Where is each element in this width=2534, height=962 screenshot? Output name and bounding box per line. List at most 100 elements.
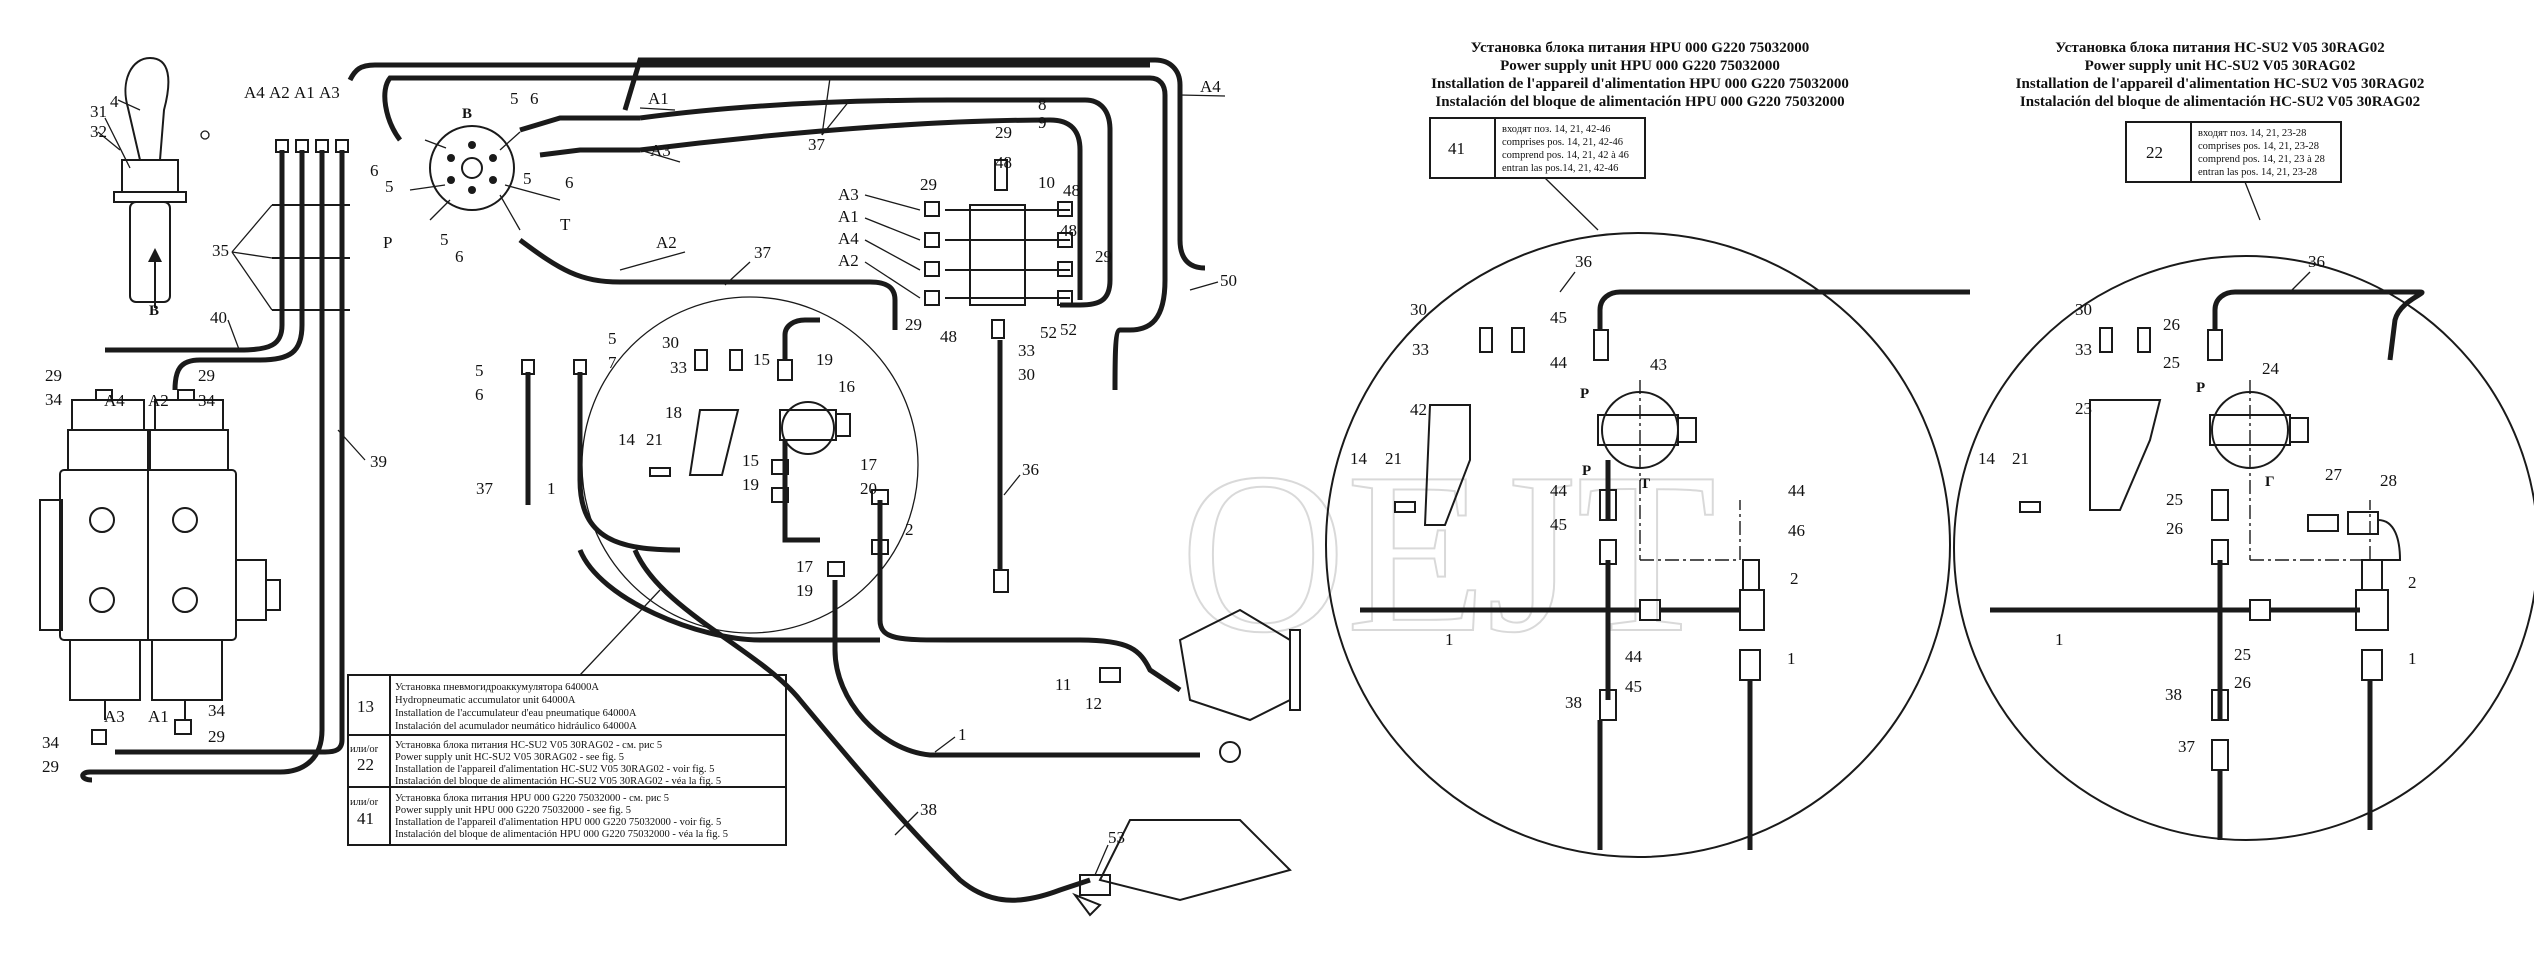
- view-b-hoses: [347, 57, 1206, 553]
- svg-text:Installation de l'appareil d'a: Installation de l'appareil d'alimentatio…: [2016, 76, 2425, 92]
- callout: 35: [212, 241, 229, 260]
- callout: 52: [1040, 323, 1057, 342]
- callout: 14: [1350, 449, 1368, 468]
- port-label: A3: [104, 707, 125, 726]
- callout: 5: [510, 89, 519, 108]
- callout: 38: [1565, 693, 1582, 712]
- callout: 18: [665, 403, 682, 422]
- port-label: T: [1640, 476, 1650, 492]
- callout: 15: [753, 350, 770, 369]
- callout: 48: [940, 327, 957, 346]
- leader: [821, 77, 831, 136]
- callout: 14: [618, 430, 636, 449]
- svg-text:Instalación del bloque de alim: Instalación del bloque de alimentación H…: [2020, 94, 2420, 110]
- port-label: P: [383, 233, 392, 252]
- leader: [724, 261, 751, 286]
- legend-row1-line3: Installation de l'accumulateur d'eau pne…: [395, 708, 637, 719]
- callout: 4: [110, 92, 119, 111]
- hpu-block: [924, 159, 1073, 339]
- port-label: A2: [838, 251, 859, 270]
- leader: [821, 99, 851, 136]
- callout: 6: [370, 161, 379, 180]
- svg-text:entran las pos. 14, 21, 23-28: entran las pos. 14, 21, 23-28: [2198, 167, 2317, 178]
- detail-hpu-box: 41 входят поз. 14, 21, 42-46 comprises p…: [1429, 117, 1646, 231]
- detail-hpu-circle: [1325, 232, 1970, 858]
- callout: 19: [796, 581, 813, 600]
- detail-hc-box: 22 входят поз. 14, 21, 23-28 comprises p…: [2125, 121, 2342, 221]
- svg-text:22: 22: [2146, 143, 2163, 162]
- callout: 11: [1055, 675, 1071, 694]
- callout: 45: [1550, 308, 1567, 327]
- callout: 48: [995, 153, 1012, 172]
- fitting: [521, 359, 535, 375]
- callout: 36: [1022, 460, 1039, 479]
- detail-hpu-header: Установка блока питания HPU 000 G220 750…: [1431, 40, 1849, 110]
- callout: 38: [920, 800, 937, 819]
- callout: 19: [742, 475, 759, 494]
- callout: 38: [2165, 685, 2182, 704]
- port-label: A4: [1200, 77, 1221, 96]
- callout: 29: [905, 315, 922, 334]
- callout: 5: [440, 230, 449, 249]
- legend-row3-line3: Installation de l'appareil d'alimentatio…: [395, 817, 721, 828]
- callout: 17: [860, 455, 878, 474]
- callout: 5: [385, 177, 394, 196]
- callout: 12: [1085, 694, 1102, 713]
- legend-row2-line1: Установка блока питания HC-SU2 V05 30RAG…: [395, 740, 662, 751]
- svg-text:Установка блока питания HPU 00: Установка блока питания HPU 000 G220 750…: [1471, 40, 1809, 56]
- legend-row1-num: 13: [357, 697, 374, 716]
- svg-text:comprend pos. 14, 21, 23 à 28: comprend pos. 14, 21, 23 à 28: [2198, 154, 2325, 165]
- leader: [619, 251, 686, 271]
- leader: [864, 261, 921, 299]
- svg-text:comprises pos. 14, 21, 42-46: comprises pos. 14, 21, 42-46: [1502, 137, 1623, 148]
- svg-text:entran las pos.14, 21, 42-46: entran las pos.14, 21, 42-46: [1502, 163, 1618, 174]
- callout: 33: [2075, 340, 2092, 359]
- svg-text:Instalación del bloque de alim: Instalación del bloque de alimentación H…: [1435, 94, 1844, 110]
- leader: [864, 194, 921, 211]
- port-label: A3: [838, 185, 859, 204]
- callout: 1: [2055, 630, 2064, 649]
- svg-text:Installation de l'appareil d'a: Installation de l'appareil d'alimentatio…: [1431, 76, 1849, 92]
- legend-row3-line1: Установка блока питания HPU 000 G220 750…: [395, 793, 669, 804]
- leader: [639, 107, 676, 111]
- svg-text:41: 41: [1448, 139, 1465, 158]
- callout: 2: [2408, 573, 2417, 592]
- callout: 1: [2408, 649, 2417, 668]
- callout: 44: [1550, 481, 1568, 500]
- legend-row2-line4: Instalación del bloque de alimentación H…: [395, 776, 721, 787]
- port-label-a4: A4: [244, 83, 265, 102]
- callout: 5: [475, 361, 484, 380]
- callout: 44: [1788, 481, 1806, 500]
- svg-text:comprend pos. 14, 21, 42 à 46: comprend pos. 14, 21, 42 à 46: [1502, 150, 1629, 161]
- legend-row2-line3: Installation de l'appareil d'alimentatio…: [395, 764, 714, 775]
- port-label: Г: [2265, 474, 2275, 490]
- svg-text:Power supply unit HPU 000 G220: Power supply unit HPU 000 G220 75032000: [1500, 58, 1780, 74]
- view-b-arrow-label: B: [149, 303, 159, 319]
- callout: 5: [608, 329, 617, 348]
- callout: 7: [608, 353, 617, 372]
- port-label-a3: A3: [319, 83, 340, 102]
- callout: 19: [816, 350, 833, 369]
- legend-row3-line2: Power supply unit HPU 000 G220 75032000 …: [395, 805, 631, 816]
- port-label: T: [560, 215, 571, 234]
- callout: 44: [1550, 353, 1568, 372]
- legend-row1-line2: Hydropneumatic accumulator unit 64000A: [395, 695, 576, 706]
- callout: 25: [2234, 645, 2251, 664]
- callout: 34: [42, 733, 60, 752]
- callout: 26: [2234, 673, 2251, 692]
- callout: 29: [208, 727, 225, 746]
- leader: [579, 589, 661, 676]
- leader: [1559, 271, 1576, 293]
- callout: 21: [646, 430, 663, 449]
- callout: 28: [2380, 471, 2397, 490]
- callout: 29: [995, 123, 1012, 142]
- callout: 14: [1978, 449, 1996, 468]
- callout: 25: [2163, 353, 2180, 372]
- callout: 48: [1063, 181, 1080, 200]
- callout: 24: [2262, 359, 2280, 378]
- callout: 21: [1385, 449, 1402, 468]
- callout: 44: [1625, 647, 1643, 666]
- detail-hc-header: Установка блока питания HC-SU2 V05 30RAG…: [2016, 40, 2425, 110]
